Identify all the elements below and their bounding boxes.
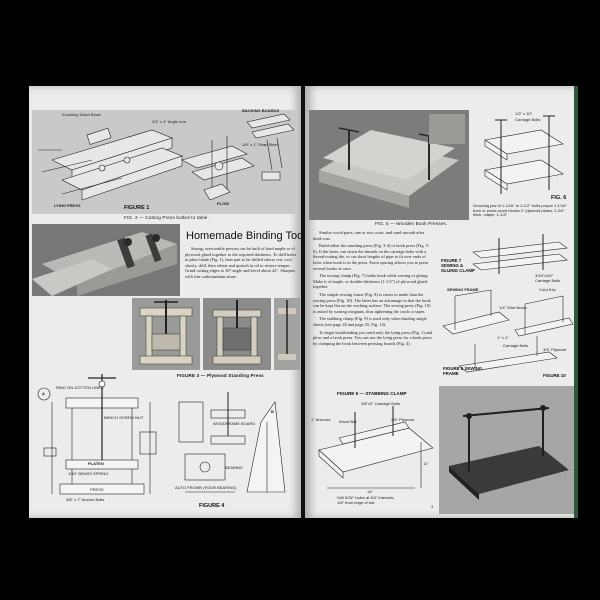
press-label: PRESS xyxy=(90,487,104,492)
body-text-column: Similar wood parts, one or two coats, an… xyxy=(313,230,433,348)
brace-label: 1" x 4" xyxy=(497,335,509,340)
fig9-carriage-bolts-label: 3/8"x2" Carriage Bolts xyxy=(361,401,401,406)
dim-14-label: 14" xyxy=(367,489,373,494)
figure-9-drawing xyxy=(318,406,434,489)
body-paragraph-2: Build either the standing press (Fig. 3-… xyxy=(313,243,430,271)
figure-1-panel: Knocking Down Block 3/4" x 4" Angle Iron… xyxy=(32,108,298,214)
plywood-label: 3/4" Plywood xyxy=(543,347,567,352)
figure-6-title: FIG. 6 xyxy=(551,195,567,201)
figure-9-drawing-panel: FIGURE 9 — STABBING CLAMP 3/8"x2" Carria… xyxy=(309,392,437,512)
book-press-image-small xyxy=(278,300,296,360)
auto-frown-label: AUTO FROWN (FOUR BEARING) xyxy=(175,485,237,490)
sewing-press-image xyxy=(439,386,575,514)
body-paragraph-4: The simple sewing frame (Fig. 8) is easi… xyxy=(313,291,431,314)
bearing-label: BEARING xyxy=(225,465,244,470)
figure-2-caption: FIG. 2 — Cutting Press bolted to table. xyxy=(124,215,210,220)
fig9-plywood-label: 3/4" Plywood xyxy=(391,417,415,422)
sewing-press-photo xyxy=(439,386,575,514)
fig8-carriage-bolts-label: Carriage Bolts xyxy=(503,343,529,348)
left-page: Knocking Down Block 3/4" x 4" Angle Iron… xyxy=(29,86,302,518)
backing-boards-sublabel: 1/8" x 1" Strap Steel xyxy=(242,142,278,147)
body-paragraph-3: The sewing clamp (Fig. 7) holds book whi… xyxy=(313,273,429,290)
figure-1-title: FIGURE 1 xyxy=(124,205,150,211)
figure-5-caption: FIG. 5 — Wooden Book Presses. xyxy=(375,221,448,226)
wooden-book-press-photo xyxy=(309,110,469,220)
figure-7-drawing-panel: FIGURE 7 SEWING & GLUING CLAMP 3/16"x3/4… xyxy=(439,228,575,284)
fig6-detail-text: Grooving jaw of 1-1/16" to 2-1/2" bolts … xyxy=(473,203,567,218)
standing-press-photo-2 xyxy=(203,298,271,370)
figure-6-drawing xyxy=(484,115,564,194)
figure-4-marker-b: B xyxy=(271,409,274,414)
drill-note-label: Drill 5/32" holes at 3/4" intervals, 1/8… xyxy=(337,495,395,505)
figure-8-title: FIGURE 8 SEWING FRAME xyxy=(443,366,483,376)
book-spread: Knocking Down Block 3/4" x 4" Angle Iron… xyxy=(29,86,578,518)
knocking-down-block-label: Knocking Down Block xyxy=(62,112,101,117)
standing-press-photo-1 xyxy=(132,298,200,370)
wood-bar-label: Wood Bar xyxy=(339,419,357,424)
sewing-frame-label: SEWING FRAME xyxy=(447,287,479,292)
figure-4-drawing xyxy=(178,392,286,493)
figure-3-caption: FIGURE 3 — Plywood Standing Press xyxy=(177,373,264,378)
cover-edge xyxy=(574,86,578,518)
fig7-carriage-bolts-label: Carriage Bolts xyxy=(535,278,561,283)
page-number: 3 xyxy=(431,504,434,509)
body-paragraph-1: Similar wood parts, one or two coats, an… xyxy=(313,230,425,241)
standing-press-image-1 xyxy=(139,300,193,365)
figure-7-drawing xyxy=(472,234,568,274)
cutting-press-photo xyxy=(32,224,180,296)
wire-brace-label: 1/4" Wire Brace xyxy=(499,305,527,310)
book-gutter xyxy=(301,86,306,518)
figure-8-drawing-panel: SEWING FRAME Cord Key 1" x 4" 1/4" Wire … xyxy=(439,286,575,382)
lying-press-label: LYING PRESS xyxy=(54,203,81,208)
body-paragraph-5: The stabbing clamp (Fig. 9) is used only… xyxy=(313,316,427,327)
book-press-photo-small xyxy=(274,298,300,370)
fig6-size-label: 1/2" x 10" xyxy=(515,111,533,116)
section-heading: Homemade Binding Tools xyxy=(186,230,302,242)
ring-label: RING ON GOTTEN LINES xyxy=(56,385,104,390)
wood-frame-label: WOODFRAME BOARD xyxy=(213,421,256,426)
figure-1-drawing xyxy=(38,113,295,201)
platen-label: PLATEN xyxy=(88,461,104,466)
figure-3-drawing-panel: A RING ON GOTTEN LINES BENCH SCREW NUT P… xyxy=(32,372,162,512)
figure-4-title: FIGURE 4 xyxy=(199,503,225,509)
anchor-bolts-label: 3/8" x 7" Anchor Bolts xyxy=(66,497,105,502)
angle-iron-label: 3/4" x 4" Angle Iron xyxy=(152,119,186,124)
plow-label: PLOW xyxy=(217,201,229,206)
bench-screw-label: BENCH SCREW NUT xyxy=(104,415,144,420)
fig6-carriage-bolts-label: Carriage Bolts xyxy=(515,117,541,122)
cord-key-label: Cord Key xyxy=(539,287,556,292)
figure-7-title: FIGURE 7 SEWING & GLUING CLAMP xyxy=(441,258,475,273)
figure-3-drawing xyxy=(37,374,157,495)
right-page: FIG. 5 — Wooden Book Presses. 1/2" x 10"… xyxy=(305,86,578,518)
figure-6-drawing-panel: 1/2" x 10" Carriage Bolts FIG. 6 Groovin… xyxy=(471,110,575,220)
cutting-press-image xyxy=(32,224,180,296)
figure-10-title: FIGURE 10 xyxy=(543,373,566,378)
figure-4-drawing-panel: WOODFRAME BOARD AUTO FROWN (FOUR BEARING… xyxy=(165,382,299,514)
backing-boards-label: BACKING BOARDS xyxy=(242,108,280,113)
figure-9-title: FIGURE 9 — STABBING CLAMP xyxy=(337,392,407,396)
figure-3-marker-a: A xyxy=(42,391,45,396)
anchor-label: 1" Anchors xyxy=(311,417,331,422)
standing-press-image-2 xyxy=(212,300,262,365)
intro-paragraph: Strong, serviceable presses can be built… xyxy=(185,246,297,282)
body-paragraph-6: To begin bookbinding you need only the l… xyxy=(313,329,433,346)
figure-8-drawing xyxy=(442,289,574,373)
wooden-book-press-image xyxy=(309,110,469,220)
fig7-ply-label: 3/16"x3/4" xyxy=(535,273,554,278)
brass-spring-label: 1/16" BRASS SPRING xyxy=(68,471,109,476)
dim-11-label: 11" xyxy=(423,461,429,466)
intro-text: Strong, serviceable presses can be built… xyxy=(185,246,297,279)
